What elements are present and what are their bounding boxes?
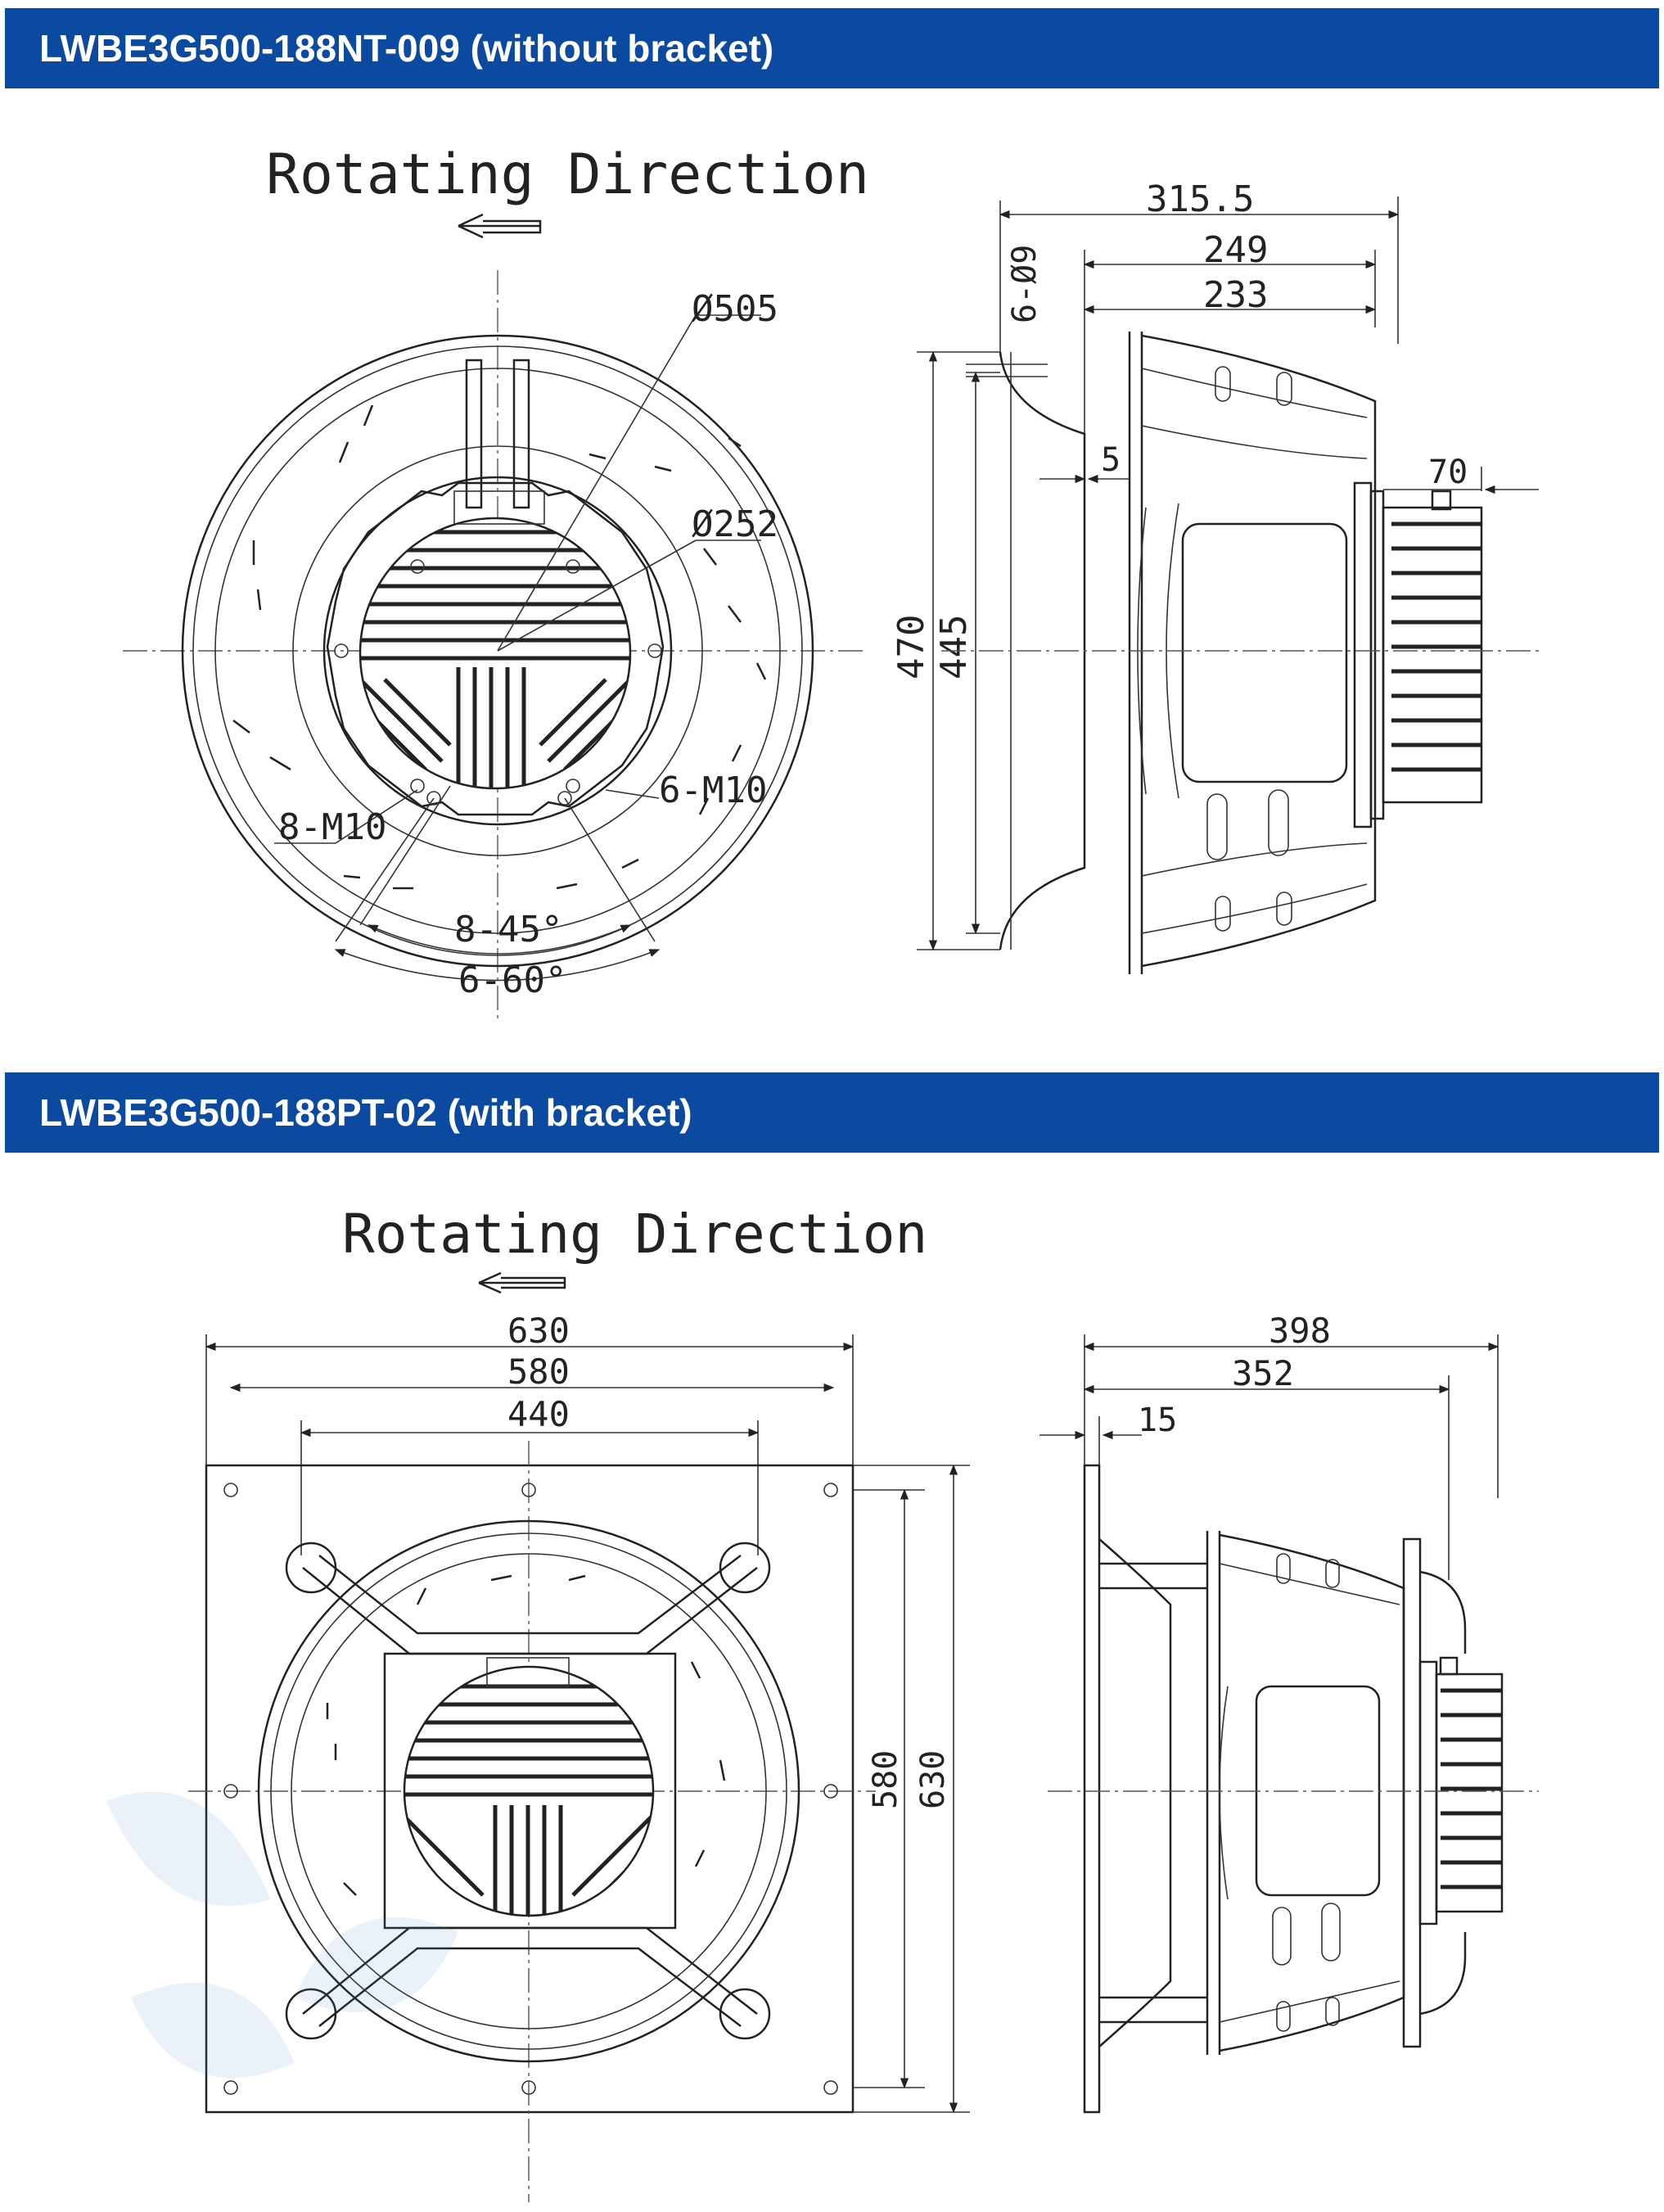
motor-fins	[1391, 521, 1481, 772]
blade-marks-2	[326, 1574, 726, 1896]
blade-marks	[232, 404, 767, 890]
dim-6m10: 6-M10	[659, 770, 767, 811]
impeller-slots-2	[1272, 1553, 1341, 2032]
arrow-left-icon	[458, 213, 542, 239]
dim-d505: Ø505	[692, 288, 778, 330]
motor-fins-2	[1441, 1688, 1502, 1889]
dim-6-d9: 6-Ø9	[1006, 245, 1044, 323]
dim-8m10: 8-M10	[278, 806, 386, 848]
section1-side-view: 315.5 249 233 6-Ø9 470 445	[891, 178, 1539, 974]
section1-title: LWBE3G500-188NT-009 (without bracket)	[39, 27, 774, 70]
dim-445: 445	[933, 615, 975, 679]
dim-15: 15	[1138, 1402, 1177, 1439]
section2-side-view: 398 352 15	[1039, 1311, 1539, 2114]
dim-6-60: 6-60°	[458, 959, 566, 1001]
section2-front-view: Rotating Direction 630 580 440	[106, 1203, 970, 2202]
dim-233: 233	[1203, 274, 1268, 316]
plate-holes	[223, 1483, 838, 2095]
mount-holes	[334, 559, 662, 806]
dim-8-45: 8-45°	[454, 909, 562, 950]
section1-front-view: Rotating Direction	[123, 142, 869, 1023]
rotating-direction-label-1: Rotating Direction	[266, 142, 869, 207]
dim-249: 249	[1203, 229, 1268, 271]
motor-grille-2	[404, 1667, 653, 1916]
watermark-fan-logo	[106, 1791, 458, 2078]
dim-398: 398	[1269, 1311, 1331, 1351]
dim-580-w: 580	[507, 1352, 570, 1392]
dim-630-h: 630	[914, 1750, 952, 1809]
section1-banner: LWBE3G500-188NT-009 (without bracket)	[5, 8, 1659, 88]
dim-580-h: 580	[867, 1750, 904, 1809]
dim-70: 70	[1428, 454, 1468, 491]
bracket-feet	[285, 1542, 771, 2040]
impeller-slots	[1206, 366, 1292, 932]
dim-d252: Ø252	[692, 503, 778, 545]
dim-352: 352	[1232, 1353, 1294, 1393]
dim-5: 5	[1101, 441, 1121, 479]
section2-banner: LWBE3G500-188PT-02 (with bracket)	[5, 1072, 1659, 1153]
dim-630-w: 630	[507, 1311, 570, 1351]
arrow-left-icon-2	[478, 1271, 566, 1294]
dim-470: 470	[891, 615, 932, 679]
section2-title: LWBE3G500-188PT-02 (with bracket)	[39, 1091, 692, 1134]
dim-315: 315.5	[1146, 178, 1254, 220]
dim-440-w: 440	[507, 1394, 570, 1434]
rotating-direction-label-2: Rotating Direction	[342, 1203, 927, 1266]
motor-grille	[360, 518, 630, 788]
